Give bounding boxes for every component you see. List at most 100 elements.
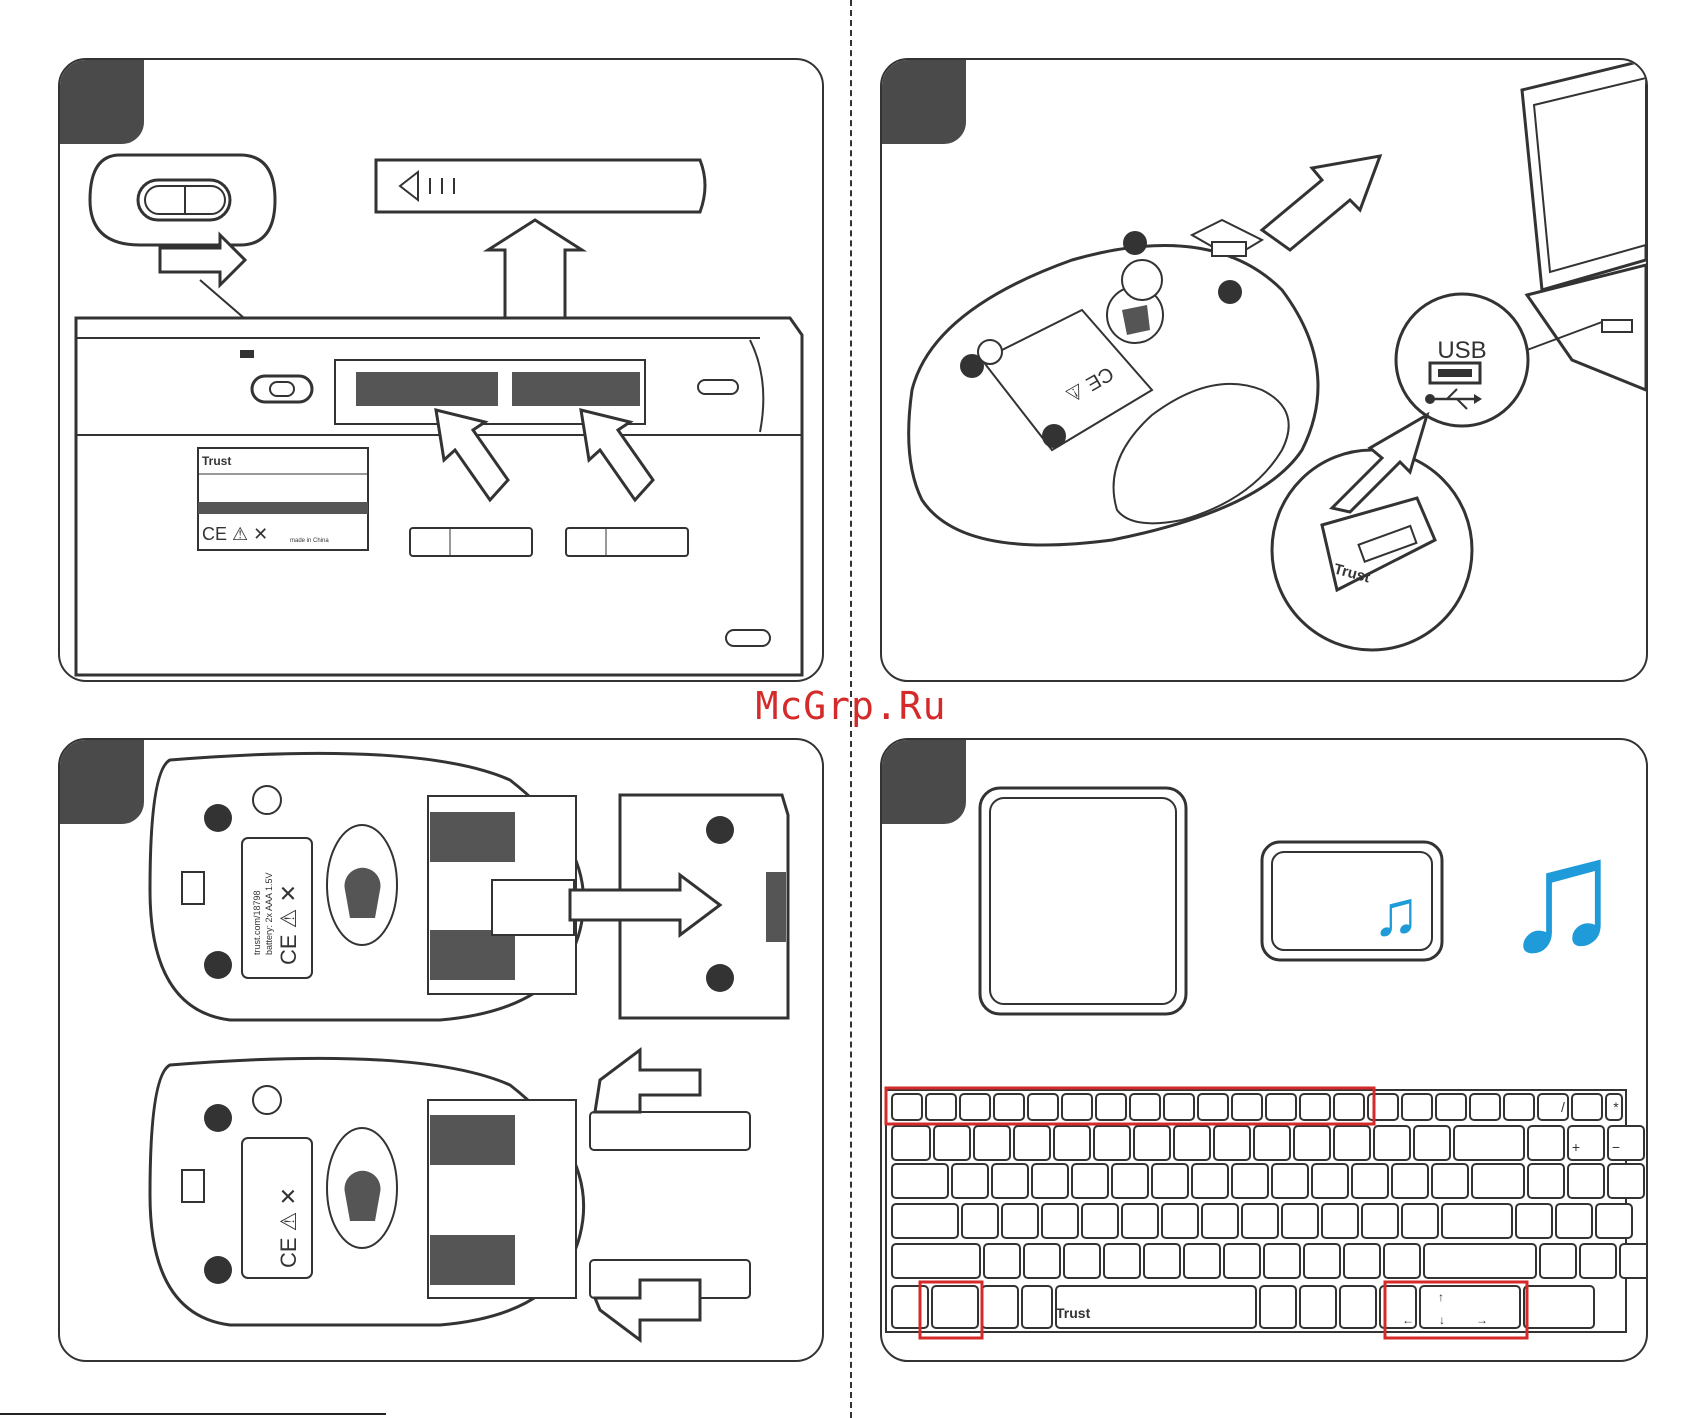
keyboard-key [1402,1204,1438,1238]
keyboard-key [932,1286,978,1328]
keyboard-key [962,1204,998,1238]
usb-label: USB [1437,337,1486,364]
keyboard-key [926,1094,956,1120]
keyboard-key [1556,1204,1592,1238]
keyboard-key [1392,1164,1428,1198]
keyboard-key [1260,1286,1296,1328]
keyboard-key [1470,1094,1500,1120]
keyboard-key [1032,1164,1068,1198]
keypad-slash: / [1561,1099,1565,1115]
panel-keyboard-battery: Trust CE ⚠ ✕ made in China [58,58,824,682]
keyboard-key [1334,1094,1364,1120]
keyboard-battery-illustration: Trust CE ⚠ ✕ made in China [60,60,822,680]
watermark: McGrp.Ru [700,684,1002,728]
keyboard-key [892,1244,980,1278]
keypad-minus: − [1612,1139,1620,1155]
label-battery: battery: 2x AAA 1.5V [264,872,274,955]
arrow-down-key: ↓ [1439,1313,1445,1327]
keyboard-key [1312,1164,1348,1198]
keyboard-key [1384,1244,1420,1278]
battery-icon [590,1112,750,1150]
keyboard-key [1424,1244,1536,1278]
panel-mouse-battery: trust.com/18798 battery: 2x AAA 1.5V CE … [58,738,824,1362]
keyboard-key [1130,1094,1160,1120]
keyboard-key [1282,1204,1318,1238]
keyboard-key [1224,1244,1260,1278]
arrow-up-key: ↑ [1438,1290,1444,1304]
direction-arrow-icon [1262,156,1380,250]
battery-slot-1 [356,372,498,406]
keyboard-key [994,1094,1024,1120]
keyboard-key [1608,1164,1644,1198]
keyboard-key [1104,1244,1140,1278]
battery-icon [566,528,688,556]
arrow-right-key: → [1476,1313,1488,1327]
keyboard-key [1264,1244,1300,1278]
keyboard-key [1242,1204,1278,1238]
keyboard-key [974,1126,1010,1160]
keyboard-key [1202,1204,1238,1238]
keyboard-key [1442,1204,1512,1238]
keyboard-key [1414,1126,1450,1160]
mouse-battery-illustration: trust.com/18798 battery: 2x AAA 1.5V CE … [60,740,822,1360]
keyboard-key [892,1286,928,1328]
panel-hotkeys: ♫ ♫ / * + − ↑ ↓ ← → Trust [880,738,1648,1362]
battery-cover [376,160,705,212]
keyboard-key [1152,1164,1188,1198]
keyboard-key [1344,1244,1380,1278]
usb-receiver-illustration: CE ⚠ USB Trust [882,60,1646,680]
made-in-text: made in China [290,538,329,544]
svg-text:CE ⚠ ✕: CE ⚠ ✕ [202,524,268,544]
keyboard-key [1580,1244,1616,1278]
keyboard-key [1122,1204,1158,1238]
keyboard-key [1266,1094,1296,1120]
keyboard-key [1022,1286,1052,1328]
keyboard-key [1042,1204,1078,1238]
keyboard-key [1524,1286,1594,1328]
keyboard-key [1528,1164,1564,1198]
music-note-large-icon: ♫ [1502,805,1622,984]
keyboard-key [1028,1094,1058,1120]
keyboard-key [1528,1126,1564,1160]
keyboard-key [1300,1094,1330,1120]
keyboard-key [984,1244,1020,1278]
keyboard-key [952,1164,988,1198]
panel-usb-receiver: CE ⚠ USB Trust [880,58,1648,682]
keyboard-key [1454,1126,1524,1160]
label-url: trust.com/18798 [252,890,262,955]
keyboard-key [1174,1126,1210,1160]
keyboard-key [1062,1094,1092,1120]
keyboard-key [1516,1204,1552,1238]
keyboard-key [892,1204,958,1238]
keyboard-key [1232,1164,1268,1198]
keyboard-key [1334,1126,1370,1160]
keyboard-key [1362,1204,1398,1238]
keyboard-key [1402,1094,1432,1120]
keyboard-key [992,1164,1028,1198]
svg-text:CE ⚠ ✕: CE ⚠ ✕ [276,1187,301,1268]
label-brand: Trust [202,454,231,468]
insert-arrow-icon [595,1050,700,1112]
keyboard-key [892,1126,930,1160]
arrow-left-key: ← [1402,1313,1414,1327]
keyboard-key [1304,1244,1340,1278]
keyboard-key [1432,1164,1468,1198]
keyboard-key [1094,1126,1130,1160]
keyboard-key [982,1286,1018,1328]
keyboard-key [1184,1244,1220,1278]
keyboard-key [1024,1244,1060,1278]
music-note-icon: ♫ [1372,877,1420,949]
key-grid [892,1094,1646,1328]
keyboard-key [1472,1164,1524,1198]
svg-text:CE ⚠ ✕: CE ⚠ ✕ [276,884,301,965]
keyboard-key [1300,1286,1336,1328]
keyboard-key [1272,1164,1308,1198]
keyboard-key [1352,1164,1388,1198]
keyboard-key [892,1164,948,1198]
keyboard-key [1072,1164,1108,1198]
keyboard-key [1096,1094,1126,1120]
keyboard-key [1054,1126,1090,1160]
keyboard-key [1144,1244,1180,1278]
spacebar-brand: Trust [1056,1305,1091,1321]
keyboard-key [1568,1164,1604,1198]
